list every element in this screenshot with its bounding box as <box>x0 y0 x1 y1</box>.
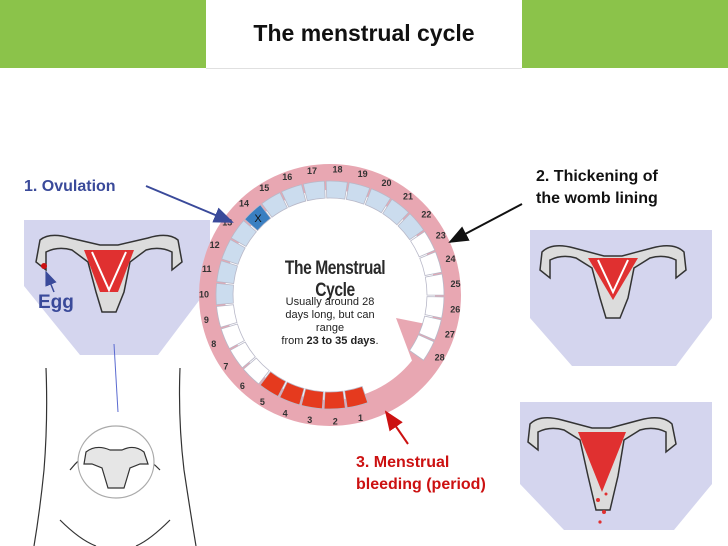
day-segment-8 <box>220 323 245 350</box>
day-segment-6 <box>242 357 270 385</box>
ovulation-panel <box>24 220 210 355</box>
day-segment-15 <box>261 192 288 218</box>
day-segment-4 <box>279 381 305 406</box>
wheel-description-line3: range <box>315 322 345 334</box>
day-label-6: 6 <box>240 381 245 391</box>
description-range: 23 to 35 days <box>306 335 376 347</box>
day-segment-13 <box>230 220 258 248</box>
ovulation-label: 1. Ovulation <box>24 178 116 195</box>
wheel-description-line2: days long, but can <box>285 309 375 321</box>
wheel-description-line1: Usually around 28 <box>285 296 375 308</box>
day-segment-3 <box>300 388 324 410</box>
day-segment-26 <box>424 296 445 319</box>
page-title: The menstrual cycle <box>253 20 475 46</box>
day-segment-12 <box>221 239 246 265</box>
day-label-12: 12 <box>210 240 220 250</box>
day-label-26: 26 <box>450 304 460 314</box>
description-suffix: . <box>375 335 379 347</box>
menstrual-label: 3. Menstrual bleeding (period) <box>356 452 486 496</box>
cycle-wheel <box>199 164 461 426</box>
day-label-7: 7 <box>223 362 228 372</box>
day-label-11: 11 <box>202 264 212 274</box>
day-label-22: 22 <box>421 209 431 219</box>
day-label-21: 21 <box>403 192 413 202</box>
title-box: The menstrual cycle <box>206 0 522 69</box>
day-segment-21 <box>382 198 410 226</box>
day-label-14: 14 <box>239 198 249 208</box>
day-label-3: 3 <box>307 415 312 425</box>
ovulation-marker: X <box>254 213 262 225</box>
thickening-panel <box>530 230 712 366</box>
thickening-label-line2: the womb lining <box>536 190 658 207</box>
day-label-9: 9 <box>204 315 209 325</box>
day-segment-22 <box>397 213 425 241</box>
egg-dot <box>41 263 47 269</box>
day-label-25: 25 <box>450 279 460 289</box>
menstrual-label-line1: 3. Menstrual <box>356 454 450 471</box>
day-segment-7 <box>229 341 256 369</box>
day-segments <box>215 180 445 410</box>
day-label-17: 17 <box>307 166 317 176</box>
day-segment-28 <box>409 334 435 361</box>
wheel-title: The Menstrual Cycle <box>284 258 386 301</box>
day-label-8: 8 <box>211 339 216 349</box>
day-segment-23 <box>409 230 436 258</box>
bleeding-panel <box>520 402 712 530</box>
day-label-15: 15 <box>259 183 269 193</box>
day-label-20: 20 <box>381 178 391 188</box>
day-segment-16 <box>281 184 307 208</box>
menstrual-label-line2: bleeding (period) <box>356 476 486 493</box>
egg-label: Egg <box>38 292 74 313</box>
day-label-2: 2 <box>333 416 338 426</box>
day-label-5: 5 <box>260 397 265 407</box>
day-label-1: 1 <box>358 413 363 423</box>
day-label-28: 28 <box>435 353 445 363</box>
uterus-ovulation <box>35 234 183 313</box>
day-segment-2 <box>323 390 346 410</box>
day-label-18: 18 <box>333 165 343 175</box>
day-segment-25 <box>424 273 445 296</box>
day-segment-20 <box>364 188 391 214</box>
wheel-description: Usually around 28 days long, but can ran… <box>268 296 392 348</box>
day-label-16: 16 <box>282 172 292 182</box>
day-segment-17 <box>302 180 326 202</box>
body-outline <box>33 367 197 546</box>
thickening-label: 2. Thickening of the womb lining <box>536 166 658 210</box>
wheel-description-line4: from 23 to 35 days. <box>268 335 392 348</box>
day-segment-27 <box>418 315 442 341</box>
thickening-arrow <box>448 203 523 243</box>
day-label-10: 10 <box>199 289 209 299</box>
day-label-23: 23 <box>436 230 446 240</box>
day-label-24: 24 <box>446 254 456 264</box>
day-label-4: 4 <box>283 408 288 418</box>
description-from: from <box>281 335 304 347</box>
day-label-19: 19 <box>358 169 368 179</box>
day-segment-14 <box>244 204 272 232</box>
day-segment-5 <box>259 371 287 398</box>
day-segment-18 <box>325 180 348 200</box>
ovulation-arrow <box>145 185 234 223</box>
day-segment-11 <box>216 260 238 284</box>
menstrual-arrow <box>384 410 409 445</box>
day-segment-19 <box>345 182 371 205</box>
day-label-27: 27 <box>445 329 455 339</box>
day-segment-10 <box>215 282 234 306</box>
blood-drops <box>596 492 608 524</box>
thickening-label-line1: 2. Thickening of <box>536 168 658 185</box>
day-segment-24 <box>419 251 443 277</box>
wheel-ring <box>199 164 461 426</box>
day-segment-1 <box>344 386 369 409</box>
day-segment-9 <box>216 304 238 328</box>
